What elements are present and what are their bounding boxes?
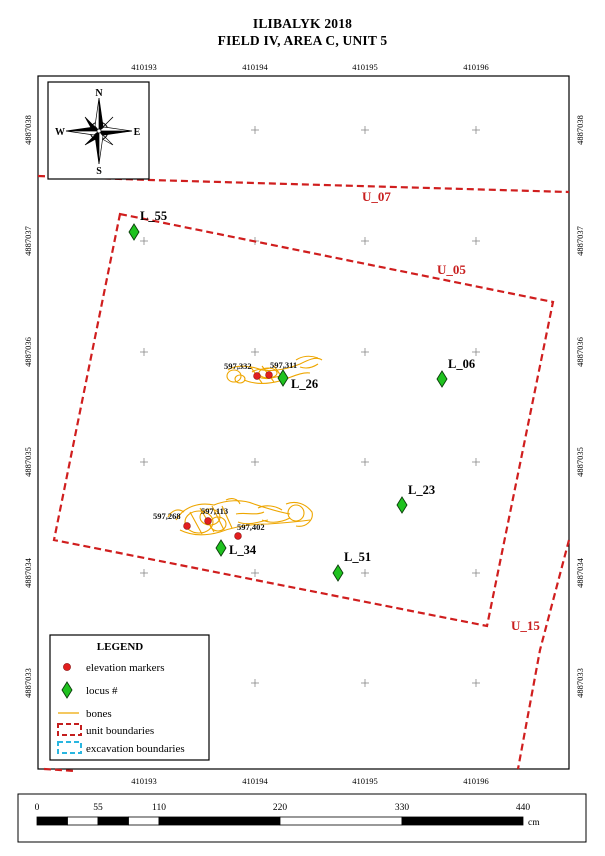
scale-unit: cm <box>528 818 540 828</box>
compass-east-label: E <box>134 127 141 138</box>
locus-marker-l55 <box>128 223 140 241</box>
elevation-marker-597268 <box>183 522 191 530</box>
locus-marker-l34 <box>215 539 227 557</box>
legend-title: LEGEND <box>97 641 144 653</box>
legend-label-locus: locus # <box>86 685 118 697</box>
y-tick-right-6: 4887033 <box>575 668 585 698</box>
scale-label-440: 440 <box>516 803 531 813</box>
locus-label-l23: L_23 <box>408 483 435 497</box>
y-tick-right-1: 4887038 <box>575 115 585 145</box>
x-tick-top-4: 410196 <box>463 62 489 72</box>
y-tick-left-6: 4887033 <box>23 668 33 698</box>
x-tick-bottom-4: 410196 <box>463 776 489 786</box>
y-tick-right-4: 4887035 <box>575 447 585 477</box>
y-tick-right-3: 4887036 <box>575 337 585 367</box>
north-arrow: N S E W <box>47 81 150 180</box>
locus-label-l55: L_55 <box>140 209 167 223</box>
map-title: ILIBALYK 2018 <box>252 16 353 31</box>
locus-marker-l06 <box>436 370 448 388</box>
elevation-marker-597332 <box>253 372 261 380</box>
legend-label-bones: bones <box>86 708 112 720</box>
legend-swatch-excavation <box>57 741 82 754</box>
map-subtitle: FIELD IV, AREA C, UNIT 5 <box>217 33 388 48</box>
x-tick-top-2: 410194 <box>242 62 268 72</box>
grid-crosses <box>140 126 480 687</box>
legend-swatch-unit <box>57 723 82 736</box>
y-tick-left-1: 4887038 <box>23 115 33 145</box>
y-tick-left-2: 4887037 <box>23 226 33 256</box>
elevation-label-597332: 597,332 <box>224 361 252 371</box>
y-tick-left-5: 4887034 <box>23 557 33 588</box>
compass-south-label: S <box>96 166 102 177</box>
locus-label-l51: L_51 <box>344 550 371 564</box>
x-tick-bottom-3: 410195 <box>352 776 378 786</box>
unit-boundary-u15 <box>516 539 571 770</box>
locus-marker-l51 <box>332 564 344 582</box>
x-tick-top-1: 410193 <box>131 62 157 72</box>
legend-label-elevation: elevation markers <box>86 662 165 674</box>
y-tick-left-3: 4887036 <box>23 337 33 367</box>
unit-label-u05: U_05 <box>437 262 466 277</box>
legend-swatch-locus <box>61 681 73 699</box>
locus-label-l34: L_34 <box>229 543 257 557</box>
scale-label-110: 110 <box>152 803 166 813</box>
elevation-label-597402: 597,402 <box>237 522 265 532</box>
elevation-label-597268: 597,268 <box>153 511 181 521</box>
x-tick-bottom-2: 410194 <box>242 776 268 786</box>
y-tick-right-5: 4887034 <box>575 557 585 588</box>
legend-frame <box>49 634 210 761</box>
elevation-marker-597311 <box>265 371 273 379</box>
x-tick-top-3: 410195 <box>352 62 378 72</box>
x-tick-bottom-1: 410193 <box>131 776 157 786</box>
elevation-label-597113: 597,113 <box>201 506 228 516</box>
scale-label-0: 0 <box>35 803 40 813</box>
locus-marker-l26 <box>277 369 289 387</box>
elevation-marker-597402 <box>234 532 242 540</box>
y-tick-left-4: 4887035 <box>23 447 33 477</box>
legend-label-excavation: excavation boundaries <box>86 743 185 755</box>
unit-label-u07: U_07 <box>362 189 391 204</box>
scale-label-330: 330 <box>395 803 410 813</box>
unit-label-u15: U_15 <box>511 618 540 633</box>
scale-label-220: 220 <box>273 803 288 813</box>
unit-boundary-u05 <box>52 212 555 628</box>
unit-boundary-sw <box>43 767 76 773</box>
compass-rose-icon <box>65 97 133 165</box>
locus-marker-l23 <box>396 496 408 514</box>
scale-bar: 0 55 110 220 330 440 cm <box>17 793 587 843</box>
elevation-marker-597113 <box>204 517 212 525</box>
legend-swatch-elevation <box>63 663 71 671</box>
locus-label-l26: L_26 <box>291 377 318 391</box>
legend-label-unit: unit boundaries <box>86 725 154 737</box>
compass-north-label: N <box>95 88 103 99</box>
scale-label-55: 55 <box>93 803 103 813</box>
locus-label-l06: L_06 <box>448 357 475 371</box>
legend: LEGEND elevation markers locus # bones u… <box>49 634 210 761</box>
y-tick-right-2: 4887037 <box>575 226 585 256</box>
compass-west-label: W <box>55 127 65 138</box>
elevation-label-597311: 597,311 <box>270 360 297 370</box>
